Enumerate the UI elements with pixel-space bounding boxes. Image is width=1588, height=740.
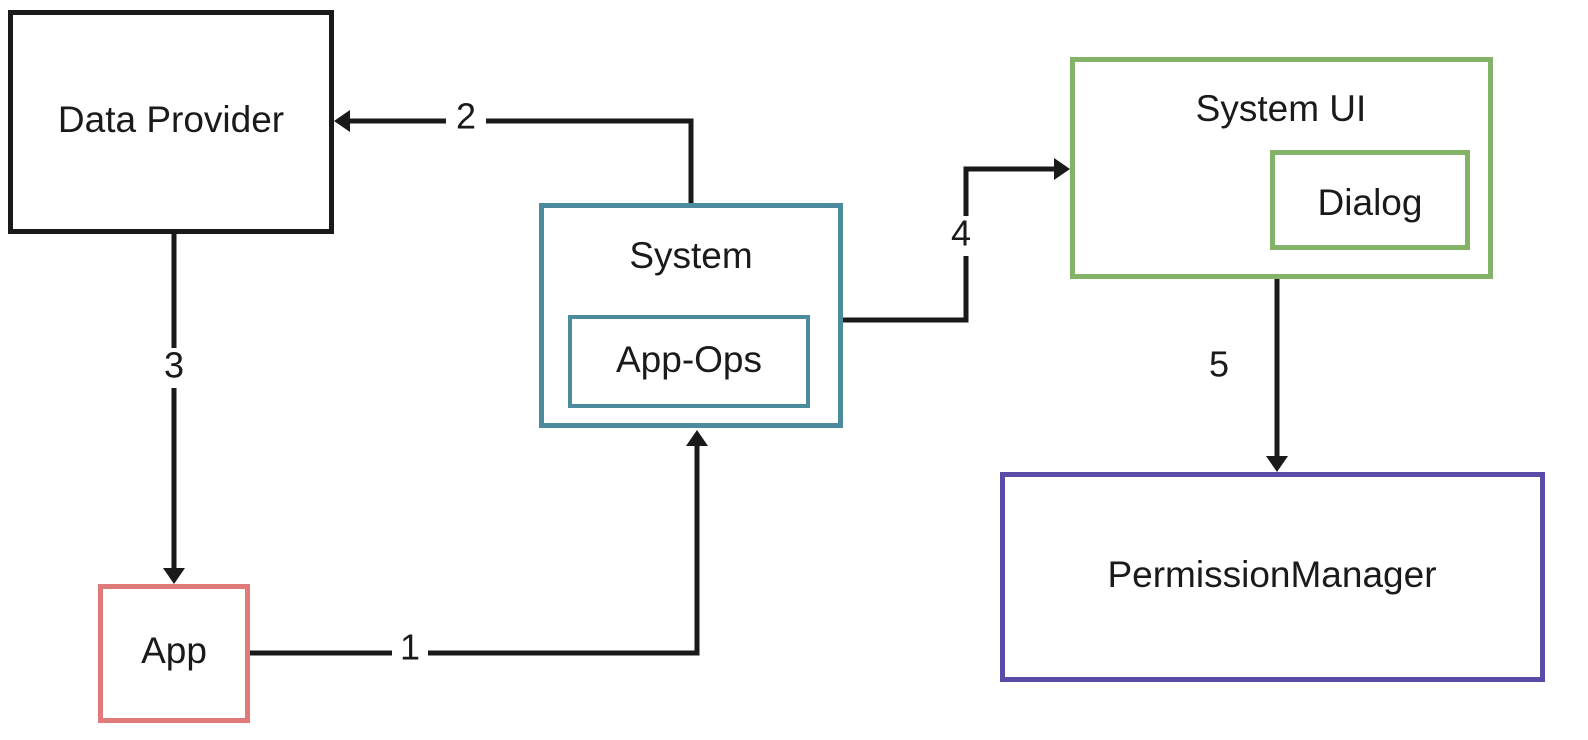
edge-2: [334, 110, 694, 203]
edge-1-label-backdrop: [392, 633, 428, 671]
edge-4-arrowhead-icon: [1054, 158, 1070, 180]
node-system-ui-label: System UI: [1196, 88, 1367, 129]
edge-3: [163, 234, 185, 584]
edge-4-label-backdrop: [942, 216, 980, 256]
edge-1-arrowhead-icon: [686, 430, 708, 446]
node-permission-manager[interactable]: PermissionManager: [1000, 472, 1545, 682]
node-app[interactable]: App: [98, 584, 250, 723]
node-app-label: App: [141, 630, 207, 671]
node-dialog-label: Dialog: [1318, 182, 1423, 223]
edge-1-label-group: 1: [392, 627, 428, 671]
edge-1-line: [250, 443, 700, 656]
edge-2-arrowhead-icon: [334, 110, 350, 132]
node-app-ops[interactable]: App-Ops: [568, 315, 810, 408]
edge-5-label: 5: [1209, 344, 1229, 385]
edge-2-line: [350, 118, 694, 203]
node-app-box[interactable]: [98, 584, 250, 723]
edge-1-label: 1: [400, 627, 420, 668]
node-data-provider[interactable]: Data Provider: [8, 10, 334, 234]
node-data-provider-label: Data Provider: [58, 99, 284, 140]
edge-5-label-group: 5: [1209, 344, 1229, 385]
edge-4-label-group: 4: [942, 213, 980, 256]
edge-2-label-group: 2: [446, 96, 486, 139]
edge-4-label: 4: [951, 213, 971, 254]
node-app-ops-box[interactable]: [568, 315, 810, 408]
node-data-provider-box[interactable]: [8, 10, 334, 234]
node-system-label: System: [629, 235, 752, 276]
edge-2-label: 2: [456, 96, 476, 137]
edge-5: [1266, 279, 1288, 472]
edge-3-label-group: 3: [155, 345, 193, 388]
edge-1: [250, 430, 708, 656]
edge-5-arrowhead-icon: [1266, 456, 1288, 472]
edge-3-arrowhead-icon: [163, 568, 185, 584]
node-dialog-box[interactable]: [1270, 150, 1470, 250]
node-app-ops-label: App-Ops: [616, 339, 762, 380]
node-permission-manager-label: PermissionManager: [1107, 554, 1436, 595]
node-dialog[interactable]: Dialog: [1270, 150, 1470, 250]
edge-2-label-backdrop: [446, 101, 486, 139]
edge-labels-layer: 1 2 3 4 5: [155, 96, 1229, 671]
node-permission-manager-box[interactable]: [1000, 472, 1545, 682]
edge-3-label: 3: [164, 345, 184, 386]
edge-3-label-backdrop: [155, 348, 193, 388]
